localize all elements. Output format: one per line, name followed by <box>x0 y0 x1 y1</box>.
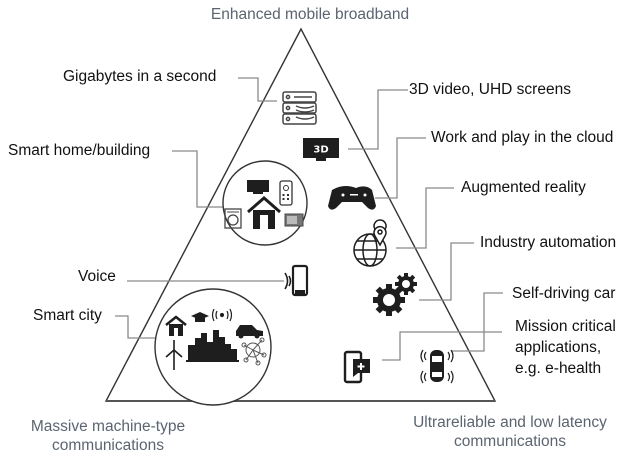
wireless-signal-icon <box>211 308 233 322</box>
graduation-cap-icon <box>191 312 209 322</box>
corner-label-mmtc-line1: Massive machine-type <box>30 418 186 435</box>
smart-home-icon <box>224 180 304 229</box>
label-self-driving: Self-driving car <box>512 285 616 302</box>
leader-3d <box>348 89 408 150</box>
microwave-icon <box>284 213 304 227</box>
leader-lines <box>115 77 503 361</box>
label-industry: Industry automation <box>480 234 617 251</box>
label-ar: Augmented reality <box>461 179 586 196</box>
label-smart-home: Smart home/building <box>8 142 151 159</box>
label-mission-line2: applications, <box>515 339 602 356</box>
leader-cloud <box>375 137 426 199</box>
label-cloud: Work and play in the cloud <box>431 129 614 146</box>
wind-turbine-icon <box>165 340 183 370</box>
washing-machine-icon <box>224 208 242 229</box>
tv-3d-icon: 3D <box>303 138 339 161</box>
smart-home-circle <box>222 160 308 246</box>
label-smart-city: Smart city <box>33 307 102 324</box>
leader-smart-city <box>115 315 155 339</box>
gears-icon <box>373 273 417 316</box>
leader-ar <box>396 187 454 249</box>
corner-label-mmtc-line2: communications <box>52 437 164 454</box>
corner-label-mmtc: Massive machine-type communications <box>18 417 198 455</box>
globe-location-icon <box>353 219 387 267</box>
corner-label-urllc: Ultrareliable and low latency communicat… <box>385 413 635 451</box>
tv-3d-label: 3D <box>313 145 328 156</box>
corner-label-urllc-line1: Ultrareliable and low latency <box>413 414 607 431</box>
label-voice: Voice <box>78 268 116 285</box>
label-mission-critical: Mission critical applications, e.g. e-he… <box>515 316 616 379</box>
label-gigabytes: Gigabytes in a second <box>63 68 217 85</box>
leader-industry <box>419 242 474 301</box>
remote-icon <box>279 180 293 206</box>
network-nodes-icon <box>241 337 267 366</box>
car-icon <box>236 325 263 339</box>
car-sensor-icon <box>420 349 454 384</box>
leader-mission <box>382 331 502 361</box>
leader-smart-home <box>172 150 225 208</box>
leader-gigabytes <box>238 77 277 102</box>
database-server-icon <box>282 91 317 125</box>
gamepad-icon <box>328 186 376 210</box>
house-icon <box>247 196 281 229</box>
leader-self-driving <box>452 292 503 352</box>
skyline-icon <box>186 330 239 362</box>
label-mission-line3: e.g. e-health <box>515 360 602 377</box>
city-house-icon <box>165 315 187 336</box>
smart-city-icon <box>165 308 267 370</box>
phone-medical-icon <box>343 350 370 384</box>
label-mission-line1: Mission critical <box>515 318 616 335</box>
corner-label-embb: Enhanced mobile broadband <box>210 6 410 23</box>
corner-label-urllc-line2: communications <box>454 433 566 450</box>
phone-voice-icon <box>284 264 309 297</box>
tv-icon <box>247 180 269 192</box>
label-3d-video: 3D video, UHD screens <box>409 81 571 98</box>
